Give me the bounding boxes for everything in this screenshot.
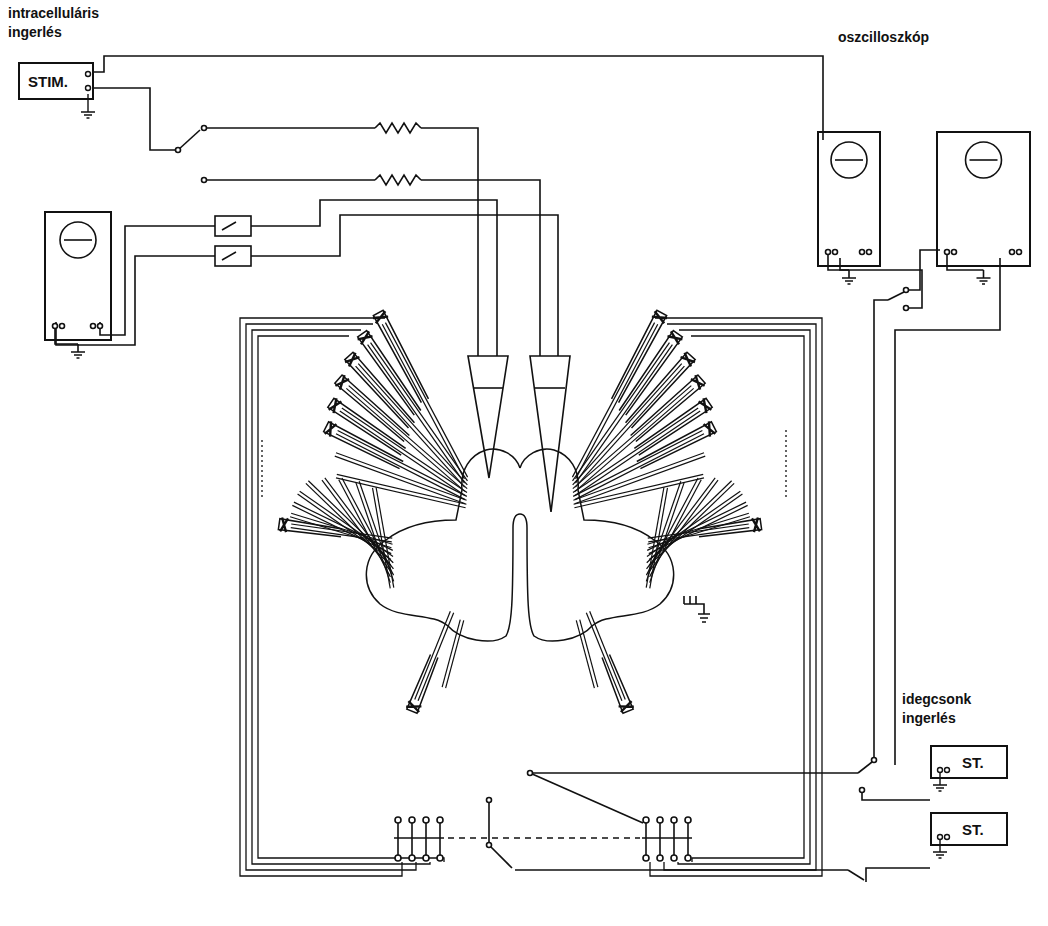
- microelectrode-fluid: [535, 387, 565, 389]
- ganglion: [366, 449, 673, 641]
- wire: [56, 256, 215, 345]
- switch-contact: [487, 798, 492, 803]
- nerve: [646, 487, 667, 588]
- switch-contact: [904, 306, 909, 311]
- recording-frame: [240, 318, 822, 876]
- microelectrode: [530, 356, 570, 512]
- annotation-label: oszcilloszkóp: [838, 28, 988, 47]
- switch-contact: [872, 758, 877, 763]
- oscilloscope: [818, 132, 880, 284]
- nerve: [573, 453, 705, 504]
- nerve: [646, 481, 684, 582]
- switch-contact: [904, 288, 909, 293]
- wire: [895, 258, 1000, 765]
- switch-blade: [178, 130, 200, 150]
- lead-wire: [258, 336, 444, 862]
- suction-electrode: [634, 398, 712, 455]
- wire: [533, 772, 858, 774]
- ground-symbol: [933, 777, 947, 791]
- ground-symbol: [842, 270, 856, 284]
- ground-symbol: [684, 596, 710, 622]
- wire: [515, 869, 848, 871]
- wire: [421, 180, 540, 356]
- switch-blade: [888, 292, 904, 300]
- nerve: [373, 487, 394, 588]
- wire: [251, 200, 497, 356]
- box-text: ST.: [962, 821, 1000, 838]
- lead-wire: [240, 318, 402, 876]
- oscilloscope: [937, 132, 1030, 284]
- nerve: [335, 375, 467, 491]
- wire: [100, 226, 215, 335]
- lead-wire: [650, 318, 822, 876]
- annotation-label: intracelluláris ingerlés: [8, 4, 128, 42]
- annotation-label: idegcsonk ingerlés: [902, 690, 1014, 728]
- switch-box: [215, 246, 251, 266]
- switch-contact: [202, 126, 207, 131]
- lead-wire: [664, 324, 816, 870]
- wire: [207, 179, 375, 181]
- oscilloscope-group: [45, 132, 1030, 358]
- nerve-group: [278, 310, 761, 713]
- resistor-symbol: [375, 123, 421, 133]
- switch-contact: [860, 788, 865, 793]
- wire: [94, 88, 178, 150]
- ground-symbol: [81, 104, 95, 118]
- nerve: [576, 620, 598, 689]
- wire: [866, 868, 930, 882]
- switch-blade: [489, 845, 512, 868]
- lead-wire: [252, 330, 430, 864]
- wire-dashed: [448, 837, 640, 839]
- wire: [840, 258, 922, 308]
- stimulator-small-box: ST.: [930, 812, 1008, 846]
- lead-wire: [246, 324, 416, 870]
- resistor-symbol: [375, 175, 421, 185]
- terminal-block-group: [394, 817, 692, 861]
- wire: [488, 800, 490, 842]
- wire: [207, 127, 375, 129]
- microelectrode-fluid: [473, 387, 503, 389]
- nerve: [586, 611, 633, 713]
- ground-symbol: [71, 344, 85, 358]
- switch-contact: [202, 178, 207, 183]
- suction-electrode: [602, 655, 633, 714]
- stimulator-small-box: ST.: [930, 745, 1008, 779]
- suction-electrode: [637, 422, 717, 469]
- suction-electrode: [407, 655, 438, 714]
- switch-contact: [487, 843, 492, 848]
- switch-contact: [528, 771, 533, 776]
- wire: [421, 128, 478, 356]
- switch-contact: [176, 148, 181, 153]
- lead-wire: [691, 336, 804, 862]
- ganglion-outline: [366, 449, 520, 641]
- ground-symbol: [977, 270, 991, 284]
- nerve: [335, 453, 467, 504]
- nerve: [356, 481, 394, 582]
- wire: [251, 215, 558, 356]
- box-text: ST.: [962, 754, 1000, 771]
- switch-box: [215, 216, 251, 236]
- suction-electrode: [324, 422, 404, 469]
- nerve: [406, 611, 453, 713]
- nerve: [573, 375, 705, 491]
- switch-blade: [848, 870, 864, 880]
- wire: [874, 300, 888, 757]
- wire: [862, 793, 930, 800]
- ground-symbol: [933, 844, 947, 858]
- switch-blade: [858, 762, 872, 773]
- wire: [530, 773, 643, 823]
- stimulator-box: STIM.: [18, 62, 94, 100]
- switch-blade: [222, 222, 236, 260]
- lead-wire: [678, 330, 810, 864]
- box-text: STIM.: [28, 73, 78, 90]
- suction-electrode: [328, 398, 406, 455]
- oscilloscope: [45, 212, 111, 358]
- nerve: [442, 620, 464, 689]
- microelectrode: [468, 356, 508, 478]
